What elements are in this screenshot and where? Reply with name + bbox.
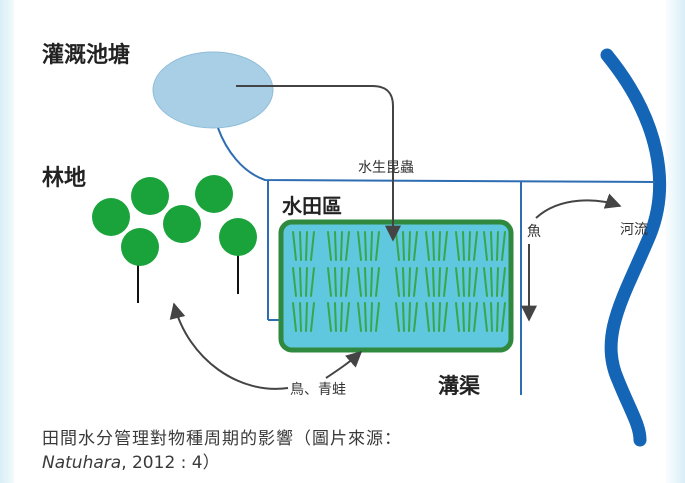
river: [600, 48, 667, 447]
rice-plant: [395, 302, 418, 332]
rice-plant: [357, 231, 380, 261]
tree: [219, 218, 257, 256]
rice-plant: [425, 267, 448, 297]
tree: [163, 205, 201, 243]
label-fish: 魚: [527, 224, 541, 240]
caption-year-page: , 2012 : 4）: [121, 453, 220, 473]
irrigation-pond: [152, 51, 274, 129]
tree: [195, 175, 233, 213]
arrows: [169, 85, 622, 390]
rice-plant: [455, 302, 478, 332]
caption-author: Natuhara: [42, 453, 122, 473]
label-forest: 林地: [42, 166, 86, 191]
label-insects: 水生昆蟲: [358, 160, 414, 176]
rice-plant: [483, 231, 506, 261]
figure-caption: 田間水分管理對物種周期的影響（圖片來源： Natuhara, 2012 : 4）: [42, 427, 642, 475]
rice-plant: [425, 231, 448, 261]
rice-plant: [357, 302, 380, 332]
rice-plant: [292, 267, 315, 297]
rice-plant: [483, 267, 506, 297]
forest-trees: [92, 175, 257, 303]
rice-plant: [425, 302, 448, 332]
paddy-field: [278, 219, 514, 353]
label-ditch: 溝渠: [438, 374, 480, 398]
tree: [121, 228, 159, 266]
rice-plant: [395, 267, 418, 297]
rice-plant: [455, 267, 478, 297]
label-pond: 灌溉池塘: [42, 42, 130, 68]
caption-line-1: 田間水分管理對物種周期的影響（圖片來源：: [42, 429, 402, 449]
label-birds-frogs: 鳥、青蛙: [290, 382, 346, 398]
insects-arrow: [236, 85, 401, 242]
rice-plant: [357, 267, 380, 297]
label-paddy: 水田區: [282, 194, 342, 218]
label-river: 河流: [620, 222, 648, 238]
birds-to-forest-arrow: [169, 302, 289, 390]
rice-plant: [327, 302, 350, 332]
rice-plant: [483, 302, 506, 332]
rice-plant: [292, 302, 315, 332]
birds-to-paddy-arrow: [325, 350, 363, 379]
tree: [92, 198, 130, 236]
caption-line-2: Natuhara, 2012 : 4）: [42, 451, 642, 475]
tree: [131, 177, 169, 215]
rice-plant: [327, 267, 350, 297]
irrigation-channels: [217, 127, 656, 395]
rice-plant: [292, 231, 315, 261]
rice-plant: [327, 231, 350, 261]
rice-plant: [455, 231, 478, 261]
fish-to-river-arrow: [535, 193, 622, 219]
